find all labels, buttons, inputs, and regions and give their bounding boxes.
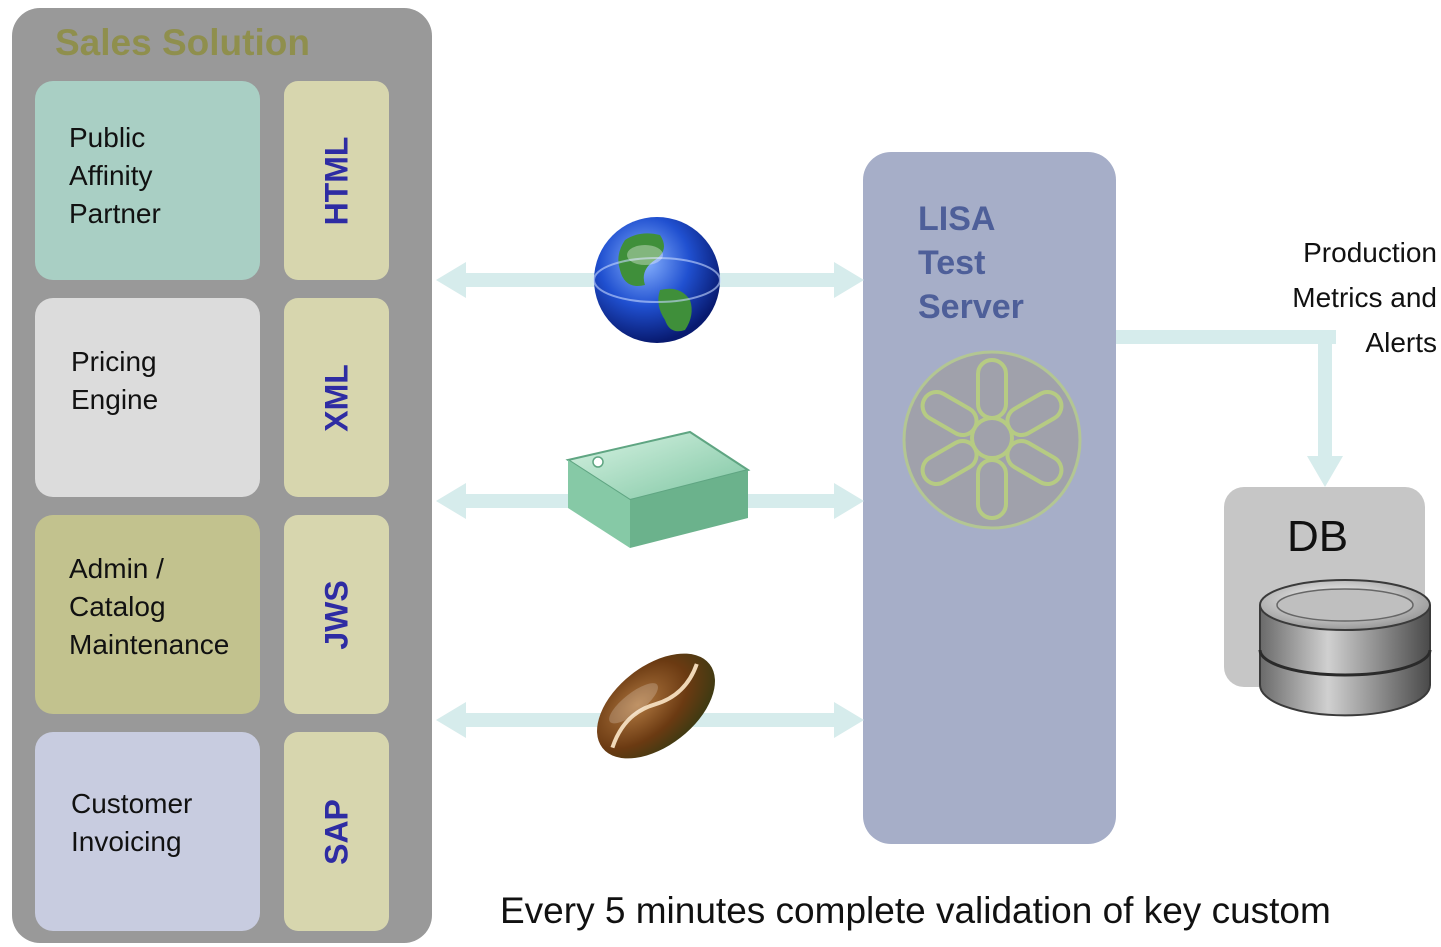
footer-text: Every 5 minutes complete validation of k… <box>500 890 1331 931</box>
lisa-title: LISA Test Server <box>918 200 1024 326</box>
protocol-sap: SAP <box>284 732 389 931</box>
protocol-html: HTML <box>284 81 389 280</box>
module-label: Admin / Catalog Maintenance <box>69 553 230 660</box>
lisa-wheel-icon <box>902 350 1082 530</box>
module-label: Pricing Engine <box>71 346 159 415</box>
protocol-xml: XML <box>284 298 389 497</box>
module-pricing-engine[interactable]: Pricing Engine <box>35 298 260 497</box>
coffee-bean-icon <box>597 653 715 759</box>
module-label: Customer Invoicing <box>71 788 193 857</box>
module-public-affinity-partner[interactable]: Public Affinity Partner <box>35 81 260 280</box>
globe-icon <box>593 217 721 343</box>
database-label: DB <box>1287 512 1349 561</box>
protocol-jws: JWS <box>284 515 389 714</box>
arrow-to-db <box>1116 330 1343 487</box>
router-icon <box>565 430 751 548</box>
production-metrics-label: Production Metrics and Alerts <box>1292 237 1437 358</box>
module-label: Public Affinity Partner <box>69 122 161 229</box>
module-customer-invoicing[interactable]: Customer Invoicing <box>35 732 260 931</box>
database-icon <box>1258 579 1432 717</box>
module-admin-catalog[interactable]: Admin / Catalog Maintenance <box>35 515 260 714</box>
sales-solution-title: Sales Solution <box>55 22 310 63</box>
